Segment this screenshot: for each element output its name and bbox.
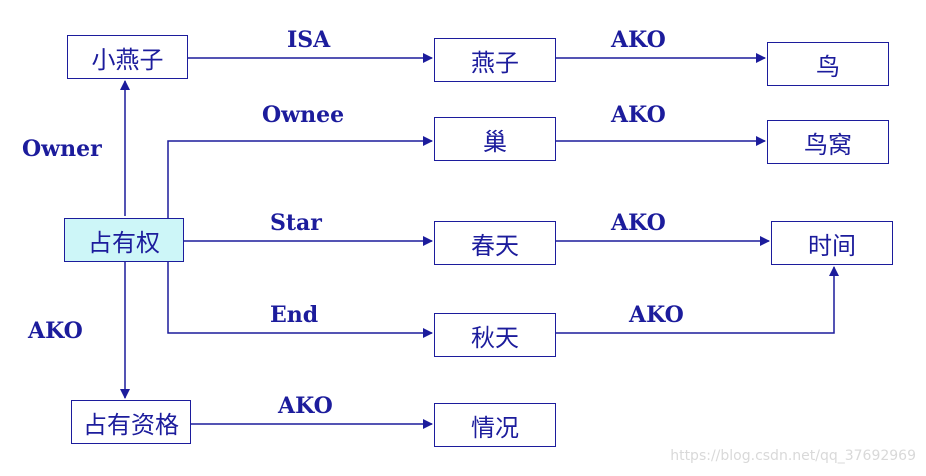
edge-ownee — [167, 136, 433, 218]
edge-ako-qiutian-shijian — [556, 266, 839, 334]
label-isa: ISA — [287, 27, 331, 53]
label-ako-chuntian-shijian: AKO — [611, 210, 666, 236]
node-niao: 鸟 — [767, 42, 889, 86]
label-ako-zhanyouquan-zige: AKO — [28, 318, 83, 344]
label-ako-qiutian-shijian: AKO — [629, 302, 684, 328]
label-ownee: Ownee — [262, 102, 345, 128]
node-xiaoyanzi: 小燕子 — [67, 35, 188, 79]
edge-end — [167, 262, 433, 338]
node-yanzi: 燕子 — [434, 38, 556, 82]
node-zhanyouzige: 占有资格 — [71, 400, 191, 444]
label-ako-yanzi-niao: AKO — [611, 27, 666, 53]
node-niaowo: 鸟窝 — [767, 120, 889, 164]
watermark: https://blog.csdn.net/qq_37692969 — [670, 448, 916, 464]
node-qiutian: 秋天 — [434, 313, 556, 357]
node-chao: 巢 — [434, 117, 556, 161]
label-ako-zige-qingkuang: AKO — [278, 393, 333, 419]
label-star: Star — [270, 210, 322, 236]
node-shijian: 时间 — [771, 221, 893, 265]
label-end: End — [270, 302, 319, 328]
label-owner: Owner — [22, 136, 102, 162]
label-ako-chao-niaowo: AKO — [611, 102, 666, 128]
node-qingkuang: 情况 — [434, 403, 556, 447]
node-zhanyouquan: 占有权 — [64, 218, 184, 262]
node-chuntian: 春天 — [434, 221, 556, 265]
